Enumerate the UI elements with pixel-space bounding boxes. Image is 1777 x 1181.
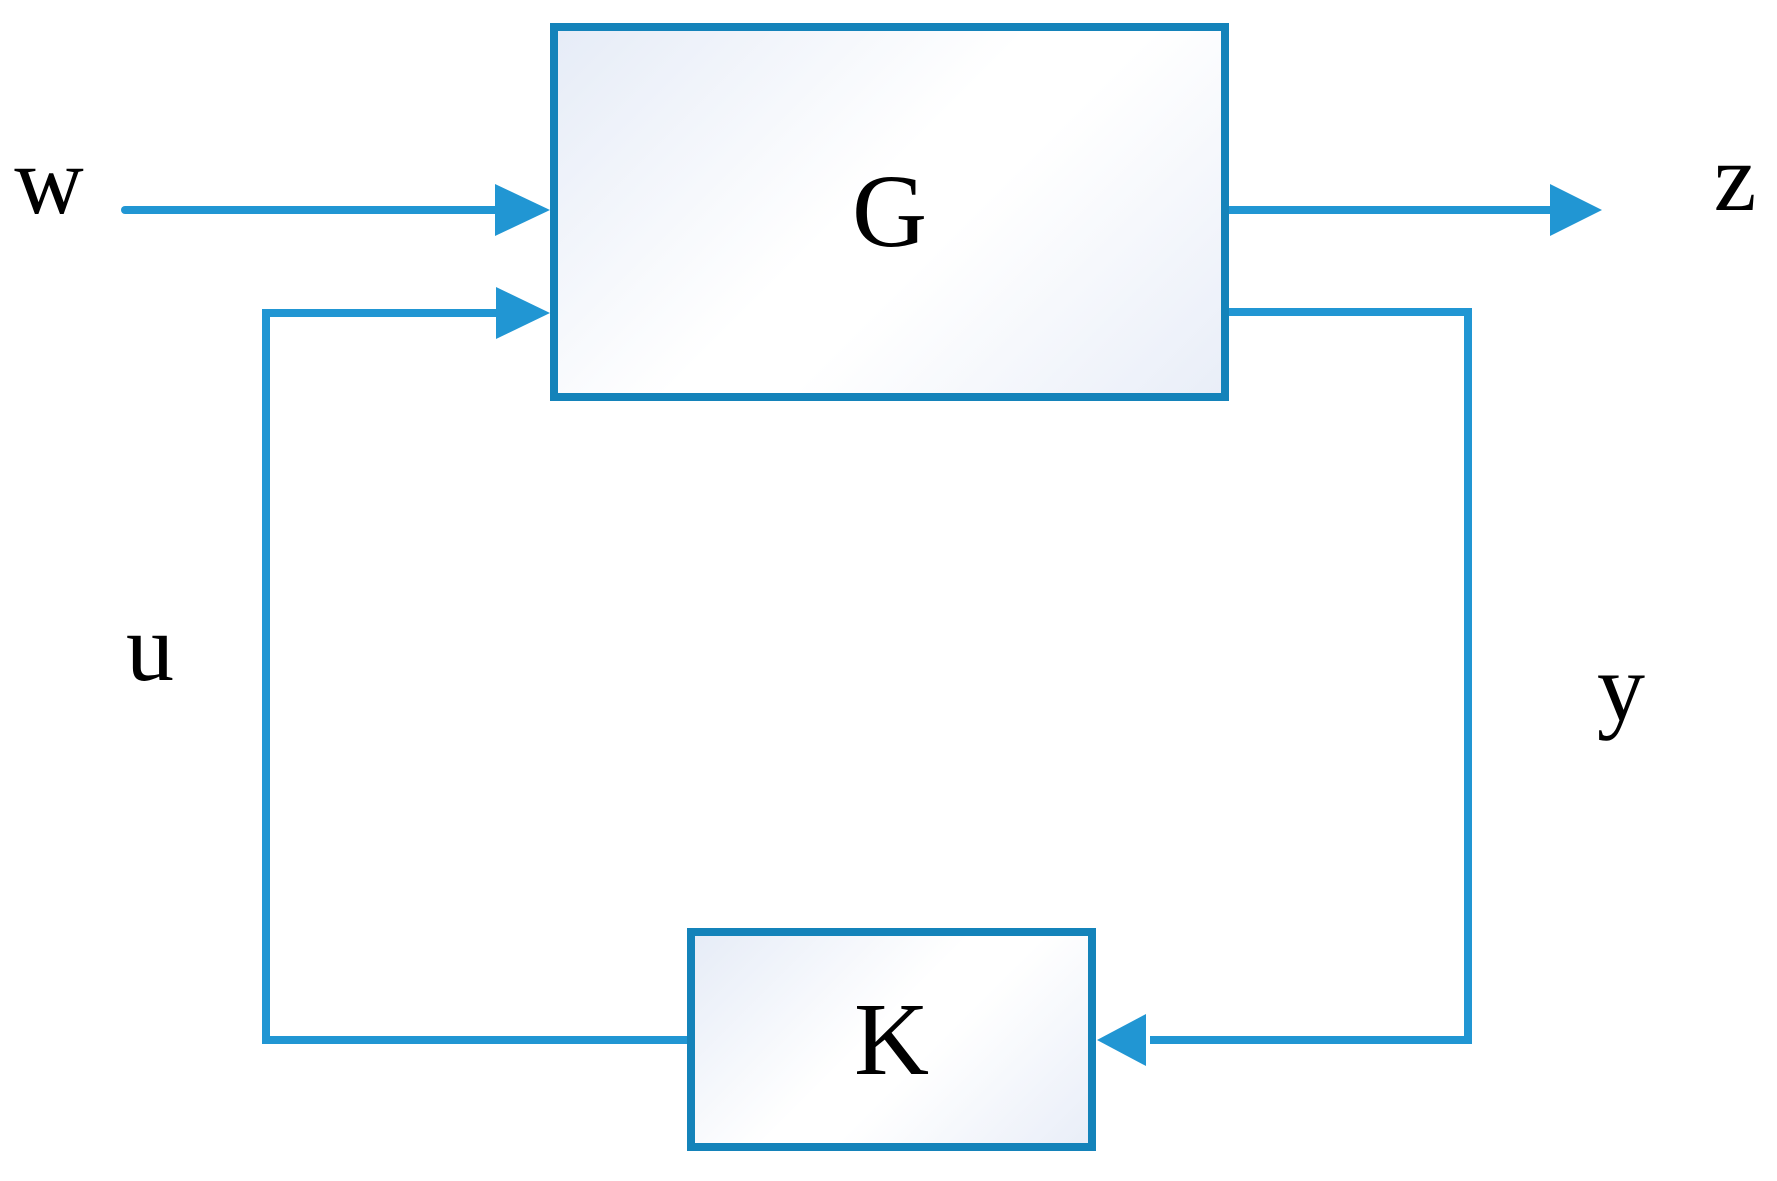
signal-w-label: w bbox=[14, 127, 84, 234]
signal-z-label: z bbox=[1713, 124, 1757, 231]
signal-u-arrowhead-icon bbox=[496, 287, 550, 339]
block-controller-label: K bbox=[853, 981, 930, 1097]
signal-u-line bbox=[262, 309, 687, 1044]
signal-z-arrowhead-icon bbox=[1550, 184, 1602, 236]
block-plant-G: G bbox=[550, 23, 1229, 401]
block-plant-label: G bbox=[851, 154, 928, 269]
signal-w-arrowhead-icon bbox=[495, 184, 550, 236]
block-controller-K: K bbox=[687, 928, 1096, 1151]
signal-y-arrowhead-icon bbox=[1097, 1014, 1146, 1066]
signal-y-line bbox=[1150, 308, 1472, 1044]
signal-u-label: u bbox=[126, 594, 174, 701]
signal-y-label: y bbox=[1597, 634, 1645, 741]
